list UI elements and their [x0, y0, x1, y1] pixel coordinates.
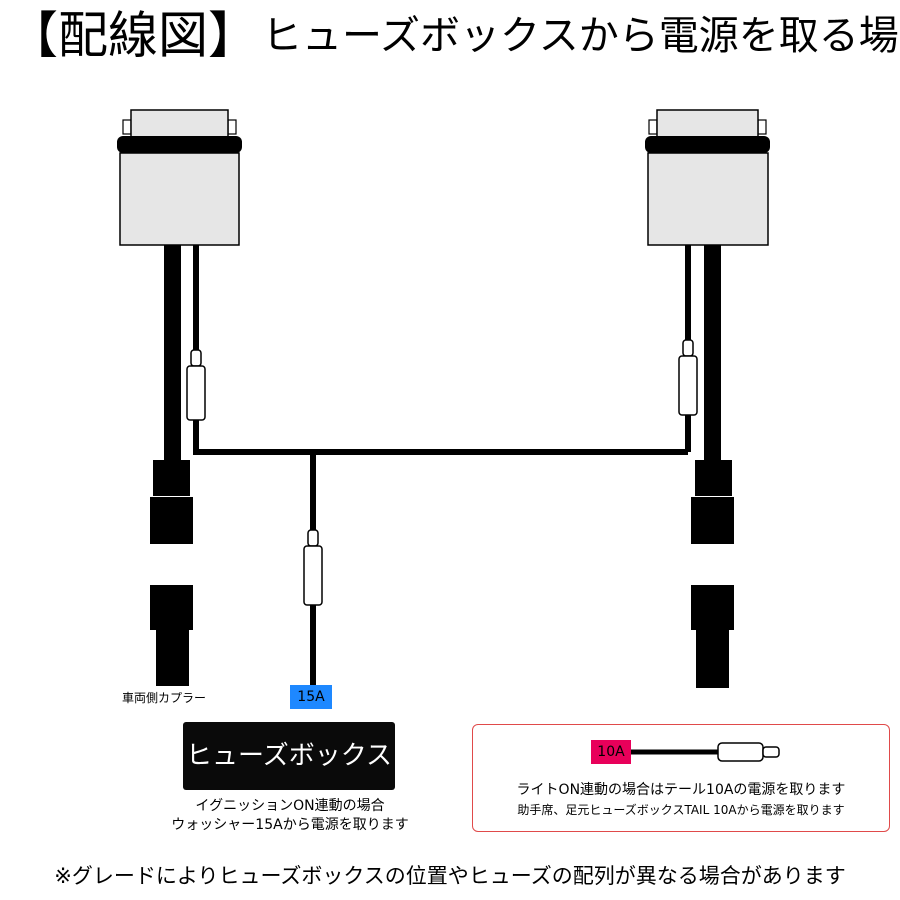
- light-note-line-1: ライトON連動の場合はテール10Aの電源を取ります: [516, 782, 846, 798]
- legend-fuse-wire: [631, 742, 780, 762]
- right-vehicle-coupler: [691, 585, 734, 688]
- left-harness: [150, 245, 193, 544]
- vehicle-coupler-label: 車両側カプラー: [122, 691, 207, 705]
- right-inline-connector: [678, 339, 698, 416]
- power-wires: [193, 245, 691, 685]
- fuse-box-note-line-2: ウォッシャー15Aから電源を取ります: [171, 817, 409, 833]
- left-vehicle-coupler: [150, 585, 193, 686]
- right-device: [645, 109, 770, 246]
- left-inline-connector: [186, 349, 206, 421]
- right-harness: [691, 245, 734, 544]
- page-title: 【配線図】ヒューズボックスから電源を取る場合: [8, 2, 900, 68]
- footer-note: ※グレードによりヒューズボックスの位置やヒューズの配列が異なる場合があります: [54, 864, 846, 888]
- light-connection-note-box: ライトON連動の場合はテール10Aの電源を取ります 助手席、足元ヒューズボックス…: [472, 724, 890, 832]
- fuse-box-note: イグニッションON連動の場合 ウォッシャー15Aから電源を取ります: [140, 797, 440, 835]
- light-note-line-2: 助手席、足元ヒューズボックスTAIL 10Aから電源を取ります: [517, 803, 845, 817]
- fuse-10a-tag: 10A: [591, 740, 631, 764]
- fuse-box: ヒューズボックス: [183, 722, 395, 790]
- center-inline-connector: [303, 529, 323, 606]
- fuse-15a-tag: 15A: [290, 685, 332, 709]
- title-main: 【配線図】: [8, 6, 258, 65]
- title-subtitle: ヒューズボックスから電源を取る場合: [262, 12, 900, 59]
- fuse-box-note-line-1: イグニッションON連動の場合: [195, 798, 385, 814]
- left-device: [117, 109, 242, 246]
